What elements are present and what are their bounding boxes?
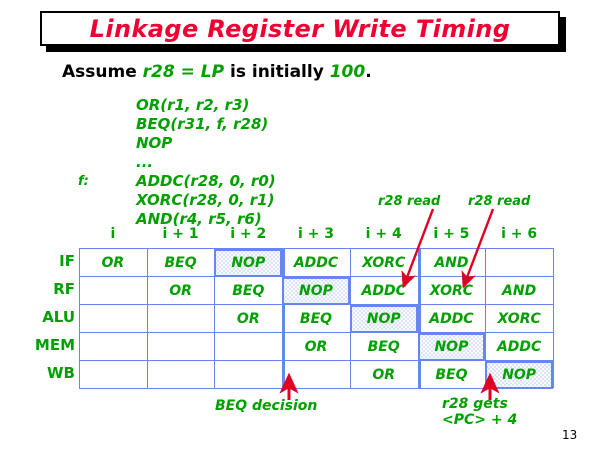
table-cell: NOP bbox=[417, 333, 486, 361]
table-cell: ADDC bbox=[361, 283, 406, 299]
assumption-statement: Assume r28 = LP is initially 100. bbox=[62, 62, 372, 82]
code-label: f: bbox=[78, 174, 89, 189]
table-cell: BEQ bbox=[164, 255, 197, 271]
annotation-r28-gets-line1: r28 gets bbox=[442, 396, 508, 412]
code-instruction: OR(r1, r2, r3) bbox=[136, 96, 250, 114]
column-header-cycle-1: i + 1 bbox=[162, 226, 199, 242]
row-label-rf: RF bbox=[53, 280, 75, 298]
assume-middle: is initially bbox=[224, 62, 330, 82]
assume-expression: r28 = LP bbox=[142, 62, 225, 82]
code-instruction: XORC(r28, 0, r1) bbox=[136, 191, 275, 209]
table-cell: OR bbox=[101, 255, 125, 271]
page-title: Linkage Register Write Timing bbox=[89, 14, 511, 43]
table-cell: ADDC bbox=[429, 311, 474, 327]
row-label-mem: MEM bbox=[34, 336, 75, 354]
column-header-cycle-4: i + 4 bbox=[365, 226, 402, 242]
table-cell: NOP bbox=[349, 305, 418, 333]
grid-line-vertical bbox=[146, 248, 148, 388]
code-instruction: BEQ(r31, f, r28) bbox=[136, 115, 269, 133]
table-cell: ADDC bbox=[293, 255, 339, 271]
grid-line-horizontal bbox=[79, 248, 553, 249]
table-cell: XORC bbox=[429, 283, 474, 299]
grid-line-horizontal bbox=[79, 276, 553, 277]
code-instruction: ADDC(r28, 0, r0) bbox=[136, 172, 276, 190]
table-cell: OR bbox=[169, 283, 192, 299]
pipeline-timing-table: i i + 1 i + 2 i + 3 i + 4 i + 5 i + 6 IF RF ALU ME… bbox=[35, 226, 554, 389]
table-cell: XORC bbox=[497, 311, 541, 327]
table-cell: AND bbox=[502, 283, 537, 299]
assume-prefix: Assume bbox=[62, 62, 143, 82]
table-cell: BEQ bbox=[232, 283, 265, 299]
column-header-cycle-6: i + 6 bbox=[501, 226, 538, 242]
row-label-alu: ALU bbox=[42, 308, 75, 326]
column-header-cycle-3: i + 3 bbox=[297, 226, 334, 242]
table-cell: XORC bbox=[362, 255, 406, 271]
table-cell: OR bbox=[372, 367, 396, 383]
table-cell: BEQ bbox=[435, 367, 468, 383]
table-cell: OR bbox=[304, 339, 328, 355]
grid-line-horizontal bbox=[79, 332, 553, 333]
table-cell: OR bbox=[236, 311, 260, 327]
page-number: 13 bbox=[562, 428, 578, 442]
table-cell: BEQ bbox=[367, 339, 400, 355]
annotation-r28-gets: r28 gets <PC> + 4 bbox=[442, 396, 517, 428]
grid-line-vertical bbox=[417, 248, 421, 388]
grid-line-vertical bbox=[214, 248, 216, 388]
annotation-r28-gets-line2: <PC> + 4 bbox=[442, 412, 518, 428]
table-cell: NOP bbox=[214, 249, 283, 277]
table-cell: AND bbox=[434, 255, 469, 271]
table-cell: NOP bbox=[485, 361, 553, 389]
column-header-cycle-2: i + 2 bbox=[230, 226, 267, 242]
annotation-r28-read-2-text: r28 read bbox=[468, 194, 531, 209]
table-cell: NOP bbox=[282, 277, 350, 305]
column-header-cycle-0: i bbox=[110, 226, 116, 242]
grid-line-vertical bbox=[282, 248, 286, 388]
annotation-r28-read-2: r28 read bbox=[468, 194, 530, 209]
column-header-cycle-5: i + 5 bbox=[433, 226, 470, 242]
code-instruction: NOP bbox=[136, 134, 173, 152]
grid-line-horizontal bbox=[79, 360, 553, 361]
table-cell: ADDC bbox=[496, 339, 542, 355]
row-label-if: IF bbox=[59, 252, 75, 270]
table-cell: BEQ bbox=[299, 311, 333, 327]
annotation-r28-read-1: r28 read bbox=[378, 194, 440, 209]
assume-value: 100 bbox=[329, 62, 366, 82]
code-instruction: ... bbox=[136, 153, 154, 171]
row-label-wb: WB bbox=[47, 364, 75, 382]
annotation-r28-read-1-text: r28 read bbox=[378, 194, 441, 209]
title-banner: Linkage Register Write Timing bbox=[40, 11, 560, 46]
code-instruction: AND(r4, r5, r6) bbox=[136, 210, 262, 228]
grid-line-vertical bbox=[553, 248, 554, 388]
annotation-beq-decision: BEQ decision bbox=[215, 398, 317, 414]
grid-line-horizontal bbox=[79, 388, 553, 389]
assume-suffix: . bbox=[365, 62, 372, 82]
grid-line-vertical bbox=[485, 248, 487, 388]
annotation-beq-decision-text: BEQ decision bbox=[215, 398, 318, 414]
grid-line-vertical bbox=[79, 248, 80, 388]
